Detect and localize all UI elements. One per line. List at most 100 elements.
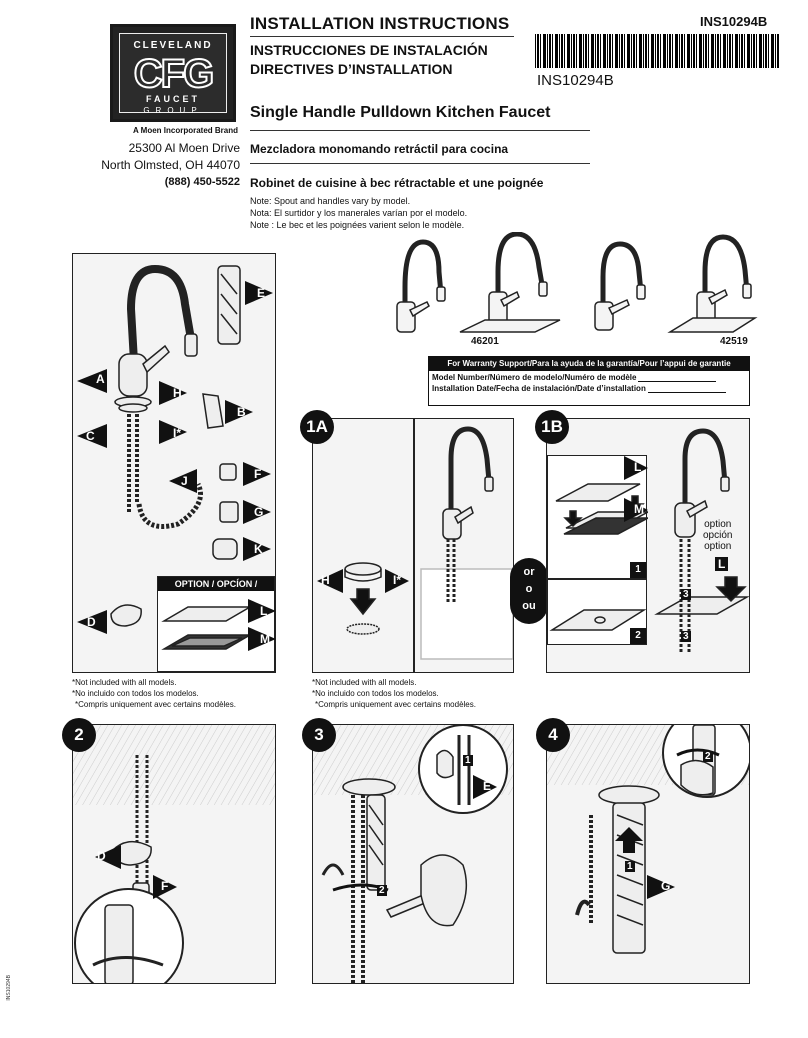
- product-rule-1: [250, 130, 590, 131]
- product-title-fr: Robinet de cuisine à bec rétractable et …: [250, 176, 544, 190]
- margin-code: INS10294B: [6, 975, 12, 1001]
- callout-c-arrow: [77, 424, 107, 448]
- callout-l-arrow: [248, 599, 275, 623]
- title-english: INSTALLATION INSTRUCTIONS: [250, 14, 510, 33]
- callout-j-arrow: [169, 469, 197, 493]
- footnote-1: *Not included with all models. *No inclu…: [72, 677, 236, 710]
- model-faucets-illustration: [396, 232, 758, 333]
- callout-h-arrow: [159, 381, 187, 405]
- footnote-1-es: *No incluido con todos los modelos.: [72, 689, 199, 698]
- callout-i-arrow: [159, 420, 187, 444]
- step-4-callout-g: [647, 875, 675, 899]
- footnote-1-en: *Not included with all models.: [72, 678, 177, 687]
- option-subbox: OPTION / OPCÍON / OPTION L M: [157, 576, 275, 672]
- step-2-badge: 2: [62, 718, 96, 752]
- step-4-num-2: 2: [703, 751, 713, 762]
- step-1b-num-3a: 3: [681, 589, 691, 600]
- model-number-field[interactable]: [638, 374, 717, 382]
- footnote-2: *Not included with all models. *No inclu…: [312, 677, 476, 710]
- phone-number: (888) 450-5522: [164, 176, 240, 188]
- callout-f-arrow: [243, 462, 271, 486]
- step-1a-illustration: [344, 426, 513, 660]
- step-3-badge: 3: [302, 718, 336, 752]
- footnote-1-fr: *Compris uniquement avec certains modèle…: [75, 700, 236, 709]
- step-1b-sub1: L M 1: [547, 455, 649, 579]
- warranty-heading: For Warranty Support/Para la ayuda de la…: [429, 357, 749, 371]
- step-3-panel: E 1 2: [312, 724, 514, 984]
- logo-top-text: CLEVELAND: [133, 40, 213, 51]
- part-label-b: B: [237, 405, 246, 419]
- opt-fr: option: [704, 541, 732, 552]
- step-1b-sub-badge-1: 1: [630, 562, 646, 578]
- callout-e-arrow: [245, 281, 273, 305]
- address-line-1: 25300 Al Moen Drive: [128, 141, 240, 155]
- model-number-2: 42519: [720, 336, 748, 347]
- warranty-model-row: Model Number/Número de modelo/Numéro de …: [429, 371, 749, 382]
- callout-k-arrow: [243, 537, 271, 561]
- part-label-l: L: [260, 604, 268, 618]
- part-label-a: A: [96, 372, 105, 386]
- step-2-callout-f: [153, 875, 177, 899]
- doc-id: INS10294B: [700, 14, 768, 29]
- step-4-label-g: G: [661, 879, 671, 893]
- step-2-panel: D F: [72, 724, 276, 984]
- logo-cfg-text: CFG: [133, 51, 215, 97]
- logo-mid-text: FAUCET: [146, 94, 200, 104]
- step-2-label-f: F: [161, 879, 169, 893]
- step-4-illustration: [547, 725, 749, 954]
- step-1b-badge: 1B: [535, 410, 569, 444]
- step-1b-label-l: L: [634, 460, 642, 474]
- callout-a-arrow: [77, 369, 107, 393]
- step-1b-label-m: M: [634, 502, 644, 516]
- footnote-2-es: *No incluido con todos los modelos.: [312, 689, 439, 698]
- title-spanish: INSTRUCCIONES DE INSTALACIÓN: [250, 42, 488, 58]
- deckplate-illustration: [161, 606, 253, 650]
- step-3-illustration: [313, 725, 513, 983]
- step-3-callout-e: [473, 775, 497, 799]
- or-en: or: [523, 566, 535, 578]
- step-3-num-1: 1: [463, 755, 473, 766]
- step-1b-label-l-2: L: [715, 557, 729, 571]
- footnote-2-fr: *Compris uniquement avec certains modèle…: [315, 700, 476, 709]
- callout-d-arrow: [77, 610, 107, 634]
- step-4-num-1: 1: [625, 861, 635, 872]
- part-label-h: H: [173, 386, 182, 400]
- parts-illustration: [110, 264, 241, 627]
- or-fr: ou: [522, 600, 536, 612]
- part-label-c: C: [86, 429, 95, 443]
- barcode-text: INS10294B: [537, 72, 614, 89]
- opt-en: option: [704, 519, 732, 530]
- step-1b-sub2-illustration: [549, 609, 647, 631]
- step-1a-badge: 1A: [300, 410, 334, 444]
- step-1b-option-text: option opción option: [703, 519, 732, 552]
- part-label-k: K: [254, 542, 263, 556]
- step-2-label-d: D: [97, 849, 106, 863]
- logo-bottom-text: GROUP: [143, 106, 203, 115]
- step-2-illustration: [73, 725, 275, 983]
- part-label-f: F: [254, 467, 262, 481]
- step-1a-label-h: H: [321, 573, 330, 587]
- note-es: Nota: El surtidor y los manerales varían…: [250, 208, 468, 218]
- part-label-d: D: [87, 615, 96, 629]
- opt-es: opción: [703, 530, 733, 541]
- step-3-num-2: 2: [377, 885, 387, 896]
- step-1b-callout-l: [624, 456, 648, 480]
- model-number-1: 46201: [471, 336, 499, 347]
- warranty-model-label: Model Number/Número de modelo/Numéro de …: [432, 373, 637, 382]
- installation-date-field[interactable]: [647, 385, 726, 393]
- product-title-es: Mezcladora monomando retráctil para coci…: [250, 142, 509, 156]
- callout-b-arrow: [225, 400, 253, 424]
- product-title-en: Single Handle Pulldown Kitchen Faucet: [250, 104, 551, 121]
- option-bar: OPTION / OPCÍON / OPTION: [158, 577, 274, 603]
- callout-m-arrow: [248, 627, 275, 651]
- step-2-callout-d: [95, 845, 121, 869]
- step-1a-callout-i: [385, 569, 409, 593]
- step-4-panel: G 1 2: [546, 724, 750, 984]
- part-label-i: I*: [173, 426, 182, 440]
- step-1b-panel: L M 1 2 option opción option L 3 3: [546, 418, 750, 673]
- note-en: Note: Spout and handles vary by model.: [250, 196, 411, 206]
- note-fr: Note : Le bec et les poignées varient se…: [250, 220, 465, 230]
- step-1b-sub-badge-2: 2: [630, 628, 646, 644]
- part-label-g: G: [254, 505, 264, 519]
- step-1b-callout-m: [624, 498, 648, 522]
